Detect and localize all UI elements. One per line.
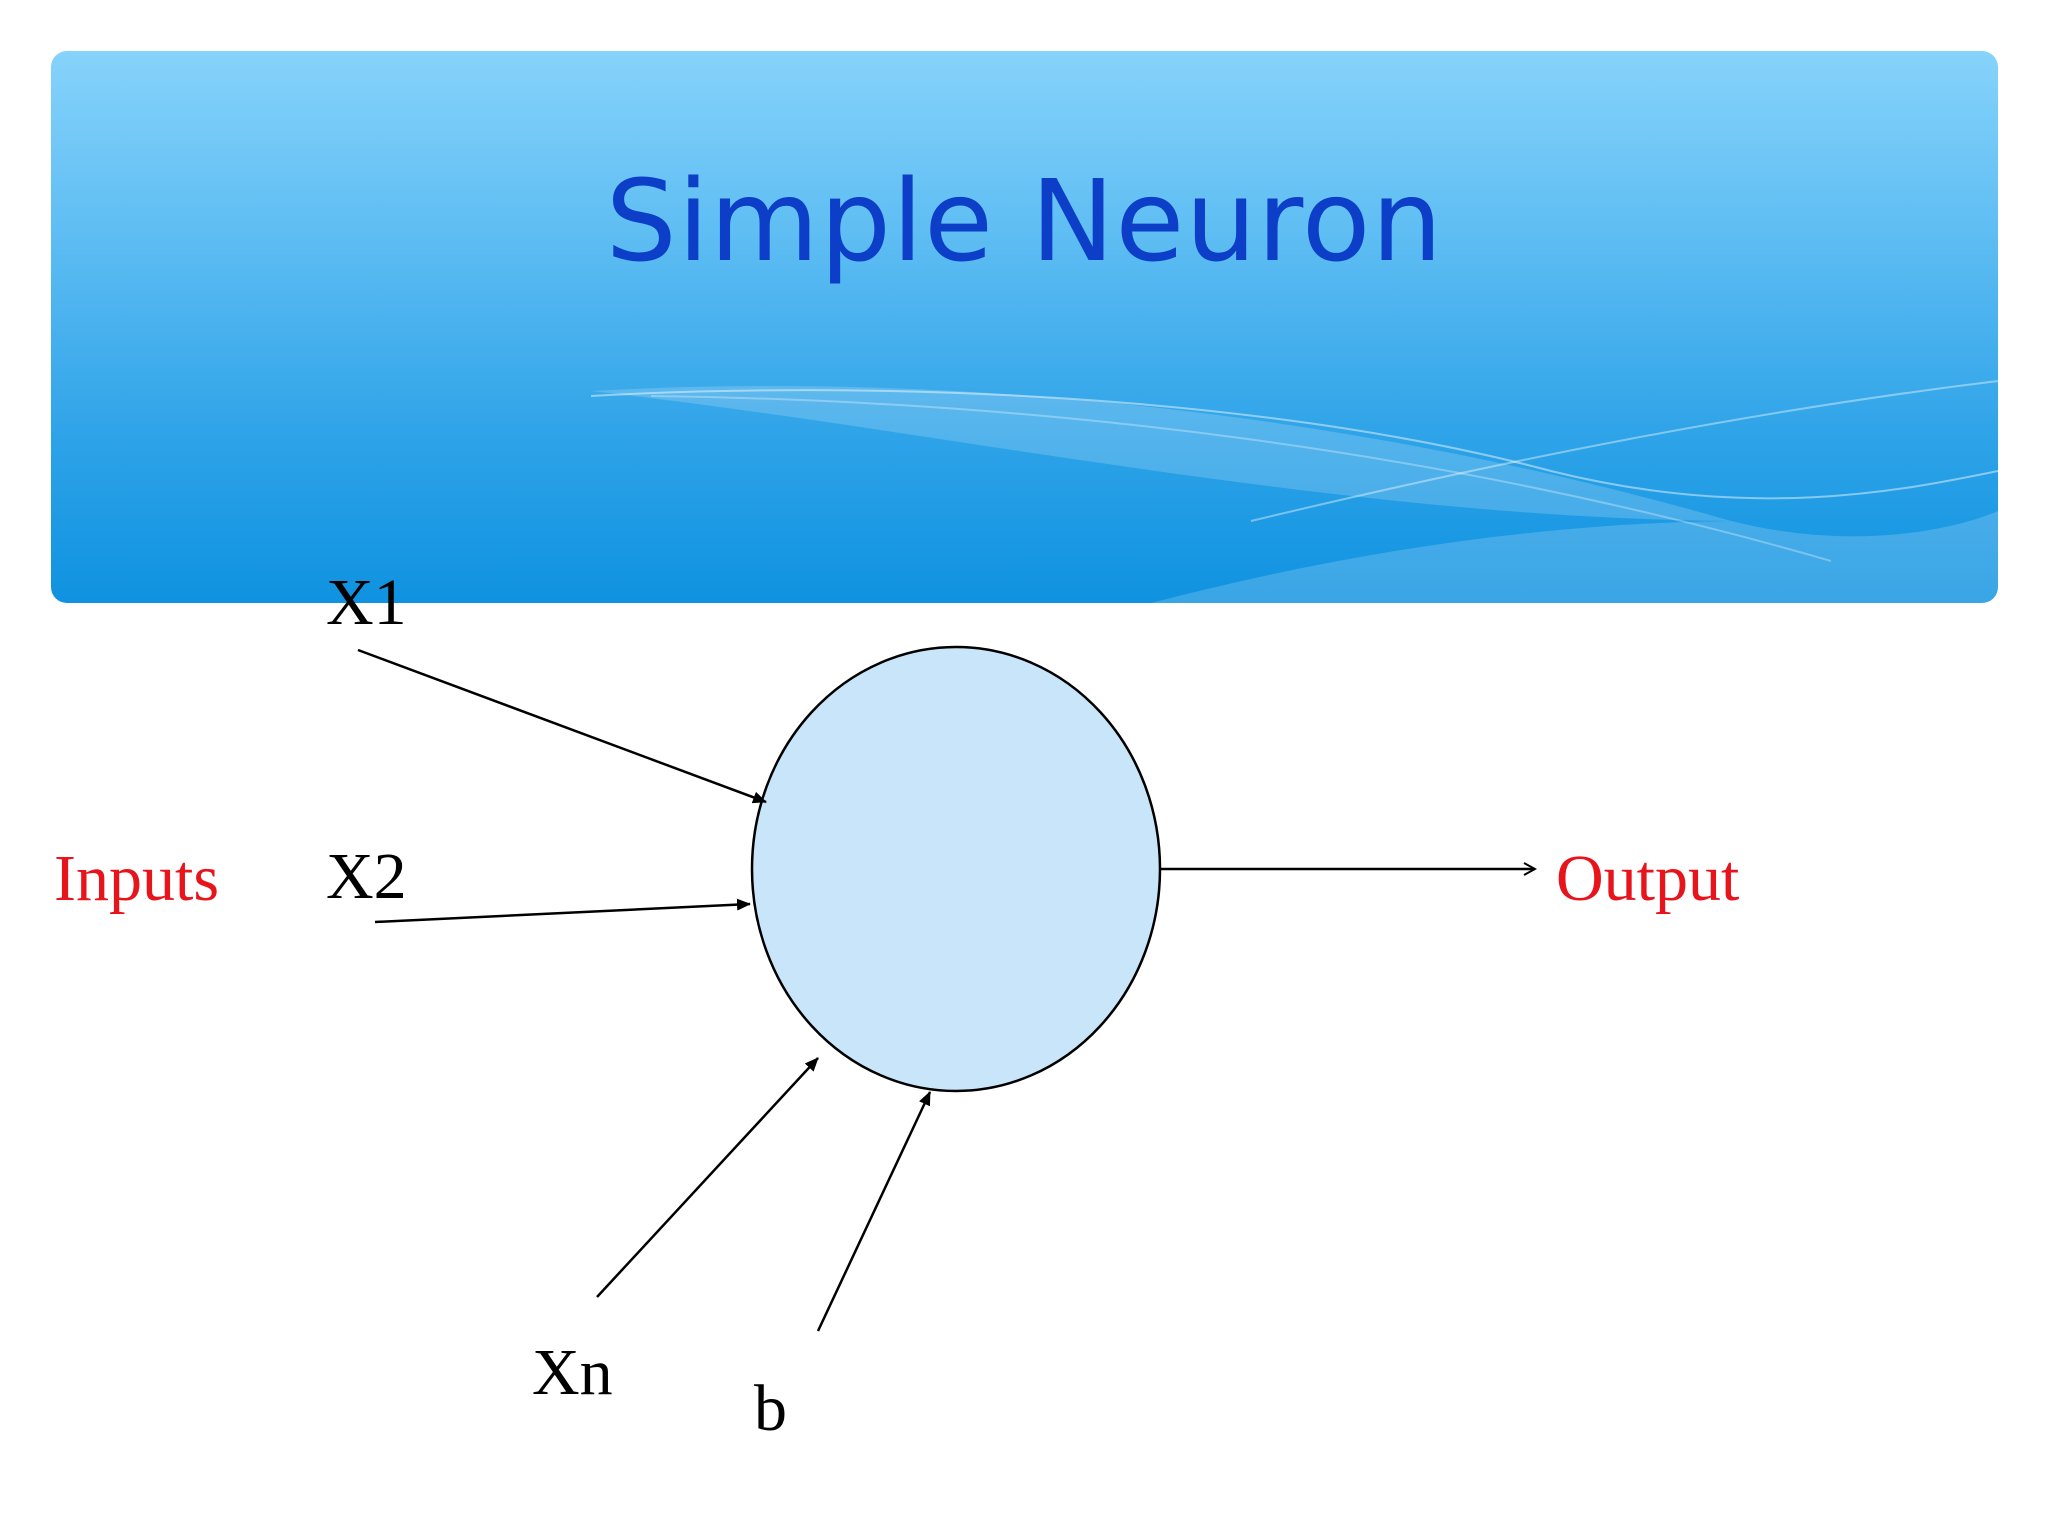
inputs-caption: Inputs <box>54 842 219 915</box>
output-caption: Output <box>1556 842 1740 915</box>
banner-wave-decoration <box>590 380 1998 603</box>
arrow-xn <box>596 1057 819 1298</box>
arrow-x2 <box>374 898 751 924</box>
arrow-x1 <box>357 648 767 804</box>
slide-title: Simple Neuron <box>605 157 1444 287</box>
input-label-x1: X1 <box>326 566 407 639</box>
neuron-node <box>750 645 1162 1093</box>
input-label-x2: X2 <box>326 840 407 913</box>
input-label-xn: Xn <box>532 1336 613 1409</box>
title-banner <box>51 51 1998 603</box>
arrow-bias <box>816 1091 932 1332</box>
bias-label: b <box>754 1372 787 1445</box>
